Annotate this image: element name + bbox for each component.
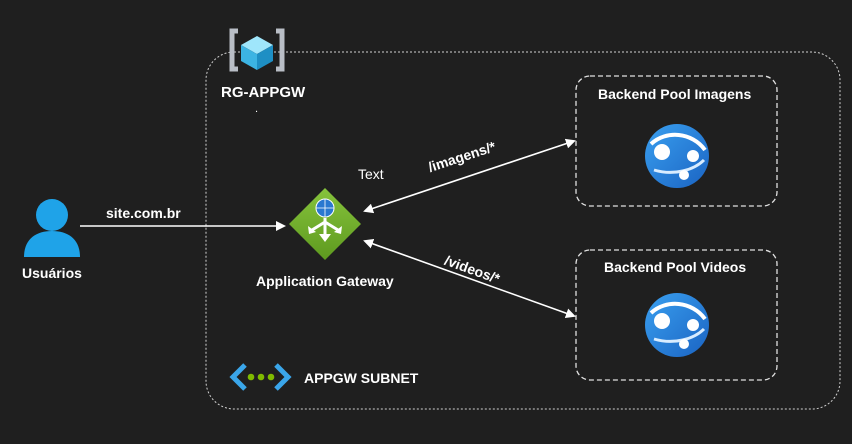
gateway-imagens-arrow [363,138,576,214]
subnet-label: APPGW SUBNET [304,370,419,386]
app-service-globe-icon [645,124,709,188]
app-service-globe-icon [645,293,709,357]
resource-group-container [205,51,841,410]
resource-group-cube-icon [229,28,285,72]
user-person-icon [24,199,80,257]
backend-pool-imagens-title: Backend Pool Imagens [598,86,752,102]
virtual-network-subnet-icon [229,363,292,391]
gateway-videos-arrow [363,238,576,319]
resource-group-title: RG-APPGW [221,84,306,101]
application-gateway-icon [289,188,361,260]
backend-pool-imagens-box [575,75,778,207]
domain-label: site.com.br [106,205,181,221]
resource-group-dot: . [255,103,259,115]
route-text-label: Text [358,166,384,182]
gateway-label: Application Gateway [256,273,394,289]
backend-pool-videos-box [575,249,778,381]
user-label: Usuários [22,265,82,281]
backend-pool-videos-title: Backend Pool Videos [604,259,747,275]
